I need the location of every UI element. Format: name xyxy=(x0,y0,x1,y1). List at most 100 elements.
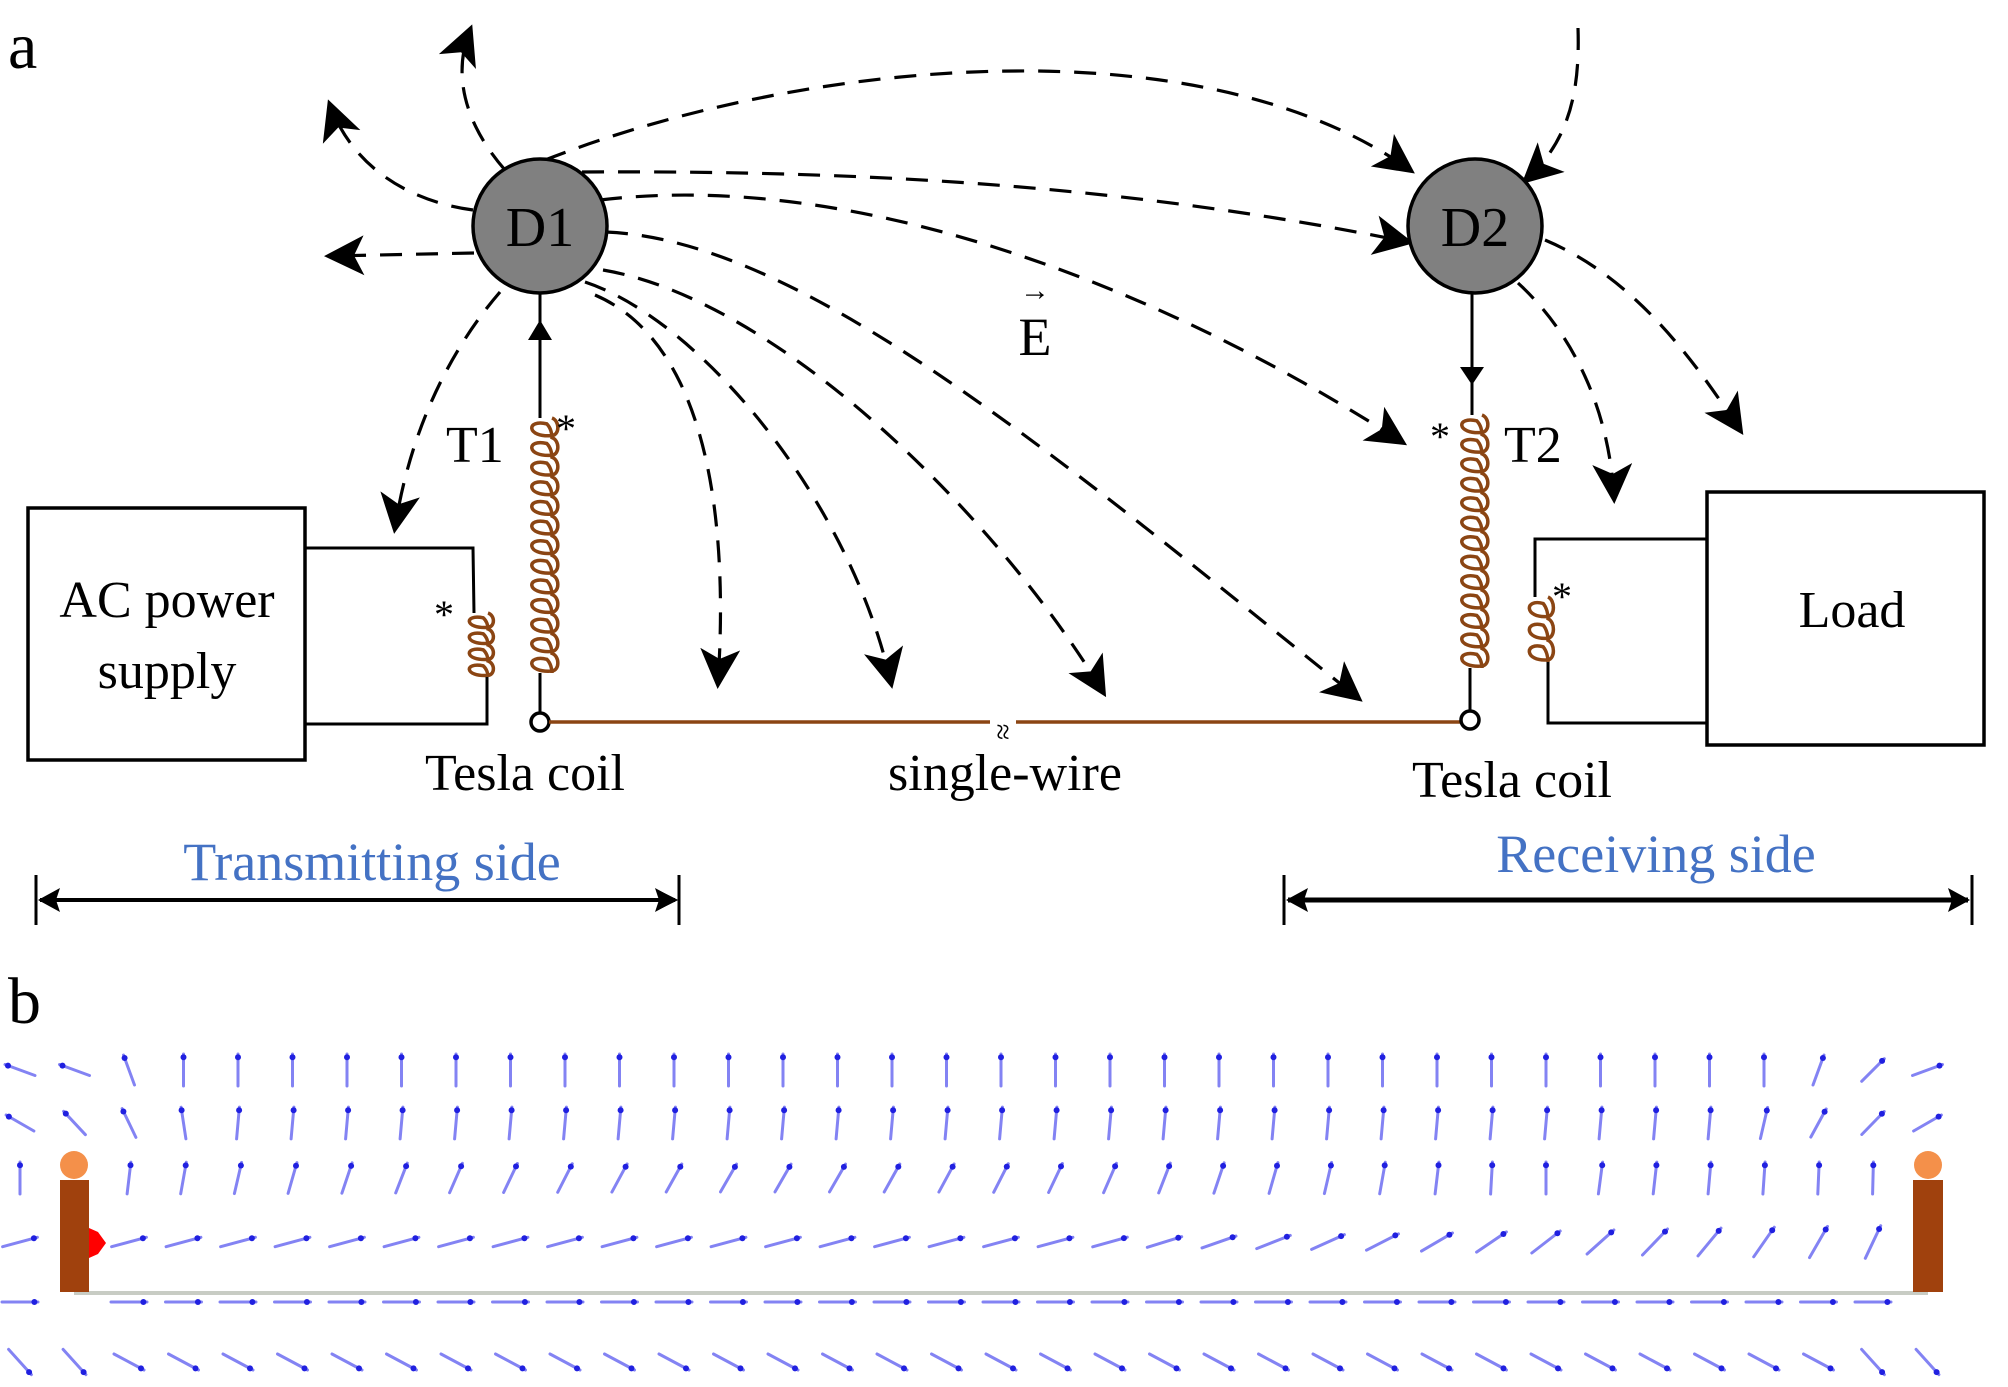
field-vector-head xyxy=(1761,1054,1767,1061)
field-line xyxy=(1521,27,1580,185)
field-vector-head xyxy=(1502,1299,1509,1305)
field-vector-head xyxy=(1870,1162,1877,1169)
stem-arrow-up-icon xyxy=(528,320,552,340)
field-vector-head xyxy=(685,1299,692,1305)
field-vector-head xyxy=(1775,1299,1782,1305)
field-vector-head xyxy=(1500,1365,1507,1372)
right-coil-post xyxy=(1913,1180,1943,1292)
field-vector-head xyxy=(739,1235,746,1242)
tx-arrow-right-icon xyxy=(655,888,677,912)
electrode-d2: D2 xyxy=(1406,157,1544,415)
field-vector-head xyxy=(507,1054,514,1061)
t1-label: T1 xyxy=(446,417,504,474)
t2-primary-coil xyxy=(1527,595,1556,663)
field-vector-head xyxy=(1821,1108,1828,1115)
field-vector-head xyxy=(1707,1162,1714,1169)
transmitting-side-span: Transmitting side xyxy=(34,832,681,925)
field-vector-head xyxy=(944,1107,951,1114)
field-vector-head xyxy=(1391,1365,1398,1372)
field-vector-head xyxy=(1058,1163,1064,1170)
field-vector-head xyxy=(1609,1365,1616,1372)
field-vector-head xyxy=(120,1108,127,1115)
field-vector-head xyxy=(62,1110,69,1117)
field-vector-head xyxy=(303,1235,310,1242)
field-line xyxy=(324,235,475,276)
field-vector-head xyxy=(1446,1365,1452,1372)
field-vector-head xyxy=(1327,1162,1334,1169)
field-vector-head xyxy=(192,1365,199,1372)
field-vector-head xyxy=(834,1054,841,1061)
field-vector-head xyxy=(1769,1227,1776,1234)
load: Load xyxy=(1533,490,1986,747)
field-vector-head xyxy=(1435,1162,1442,1169)
field-vector-head xyxy=(725,1054,732,1061)
field-vector-head xyxy=(30,1235,37,1242)
field-vector-head xyxy=(617,1107,624,1114)
panel-b-label: b xyxy=(8,965,41,1038)
field-vector-head xyxy=(1608,1229,1615,1236)
field-vector-head xyxy=(1879,1369,1886,1376)
receiving-side-label: Receiving side xyxy=(1496,824,1815,884)
field-vector-head xyxy=(1162,1107,1169,1114)
d2-label: D2 xyxy=(1441,197,1509,259)
ac-supply-line2: supply xyxy=(98,643,237,700)
field-vector-head xyxy=(398,1054,405,1061)
field-vector-head xyxy=(248,1235,255,1242)
field-vector-head xyxy=(998,1054,1004,1061)
field-vector-head xyxy=(1270,1054,1277,1061)
field-vector-head xyxy=(737,1365,744,1372)
field-vector-head xyxy=(412,1299,419,1305)
field-vector-head xyxy=(235,1054,241,1061)
field-vector-head xyxy=(630,1235,637,1242)
field-vector-head xyxy=(1936,1062,1943,1069)
field-line xyxy=(602,268,1107,698)
field-vector-head xyxy=(5,1113,12,1120)
t1-secondary-coil xyxy=(530,416,560,674)
field-vector-head xyxy=(140,1299,147,1305)
field-vector-head xyxy=(1283,1233,1290,1240)
field-line xyxy=(581,170,1414,255)
field-vector-head xyxy=(562,1054,568,1061)
field-vector-head xyxy=(677,1163,684,1170)
field-vector-head xyxy=(1173,1365,1180,1372)
field-vector-head xyxy=(1107,1054,1113,1061)
field-vector-head xyxy=(1664,1365,1670,1372)
field-vector-head xyxy=(1121,1299,1128,1305)
field-vector-head xyxy=(1598,1107,1605,1114)
field-vector-head xyxy=(780,1054,786,1061)
field-vector-head xyxy=(1543,1054,1549,1061)
d2-sphere xyxy=(1406,157,1544,295)
field-vector-head xyxy=(846,1365,853,1372)
field-vector-head xyxy=(1003,1163,1010,1170)
primary-loop-wire xyxy=(305,546,489,726)
field-vector-head xyxy=(194,1299,201,1305)
field-line xyxy=(380,290,502,534)
field-vector-head xyxy=(781,1107,788,1114)
field-vector-head xyxy=(1884,1299,1891,1305)
field-vector-head xyxy=(684,1235,691,1242)
field-vector-head xyxy=(1763,1107,1770,1114)
field-vector-head xyxy=(1217,1107,1224,1114)
field-vector-head xyxy=(399,1107,406,1114)
field-vector-head xyxy=(247,1365,253,1372)
field-vector-head xyxy=(521,1235,528,1242)
field-vector-head xyxy=(345,1107,352,1114)
field-vector-head xyxy=(357,1235,364,1242)
field-vector-head xyxy=(410,1365,417,1372)
field-line xyxy=(1516,281,1633,504)
field-vector-head xyxy=(895,1163,902,1170)
field-vector-head xyxy=(1012,1299,1019,1305)
field-vector-head xyxy=(672,1107,679,1114)
t1-terminal xyxy=(529,711,551,733)
field-vector-head xyxy=(726,1107,733,1114)
field-vector-head xyxy=(236,1107,243,1114)
field-vector-head xyxy=(889,1054,895,1061)
field-vector-head xyxy=(1230,1299,1237,1305)
field-vector-head xyxy=(458,1163,465,1170)
field-vector-head xyxy=(1229,1234,1236,1241)
tx-arrow-left-icon xyxy=(38,888,60,912)
field-vector-head xyxy=(1220,1162,1227,1169)
field-vector-head xyxy=(1337,1365,1343,1372)
field-vector-head xyxy=(1933,1369,1940,1376)
wire-label: single-wire xyxy=(888,745,1122,802)
